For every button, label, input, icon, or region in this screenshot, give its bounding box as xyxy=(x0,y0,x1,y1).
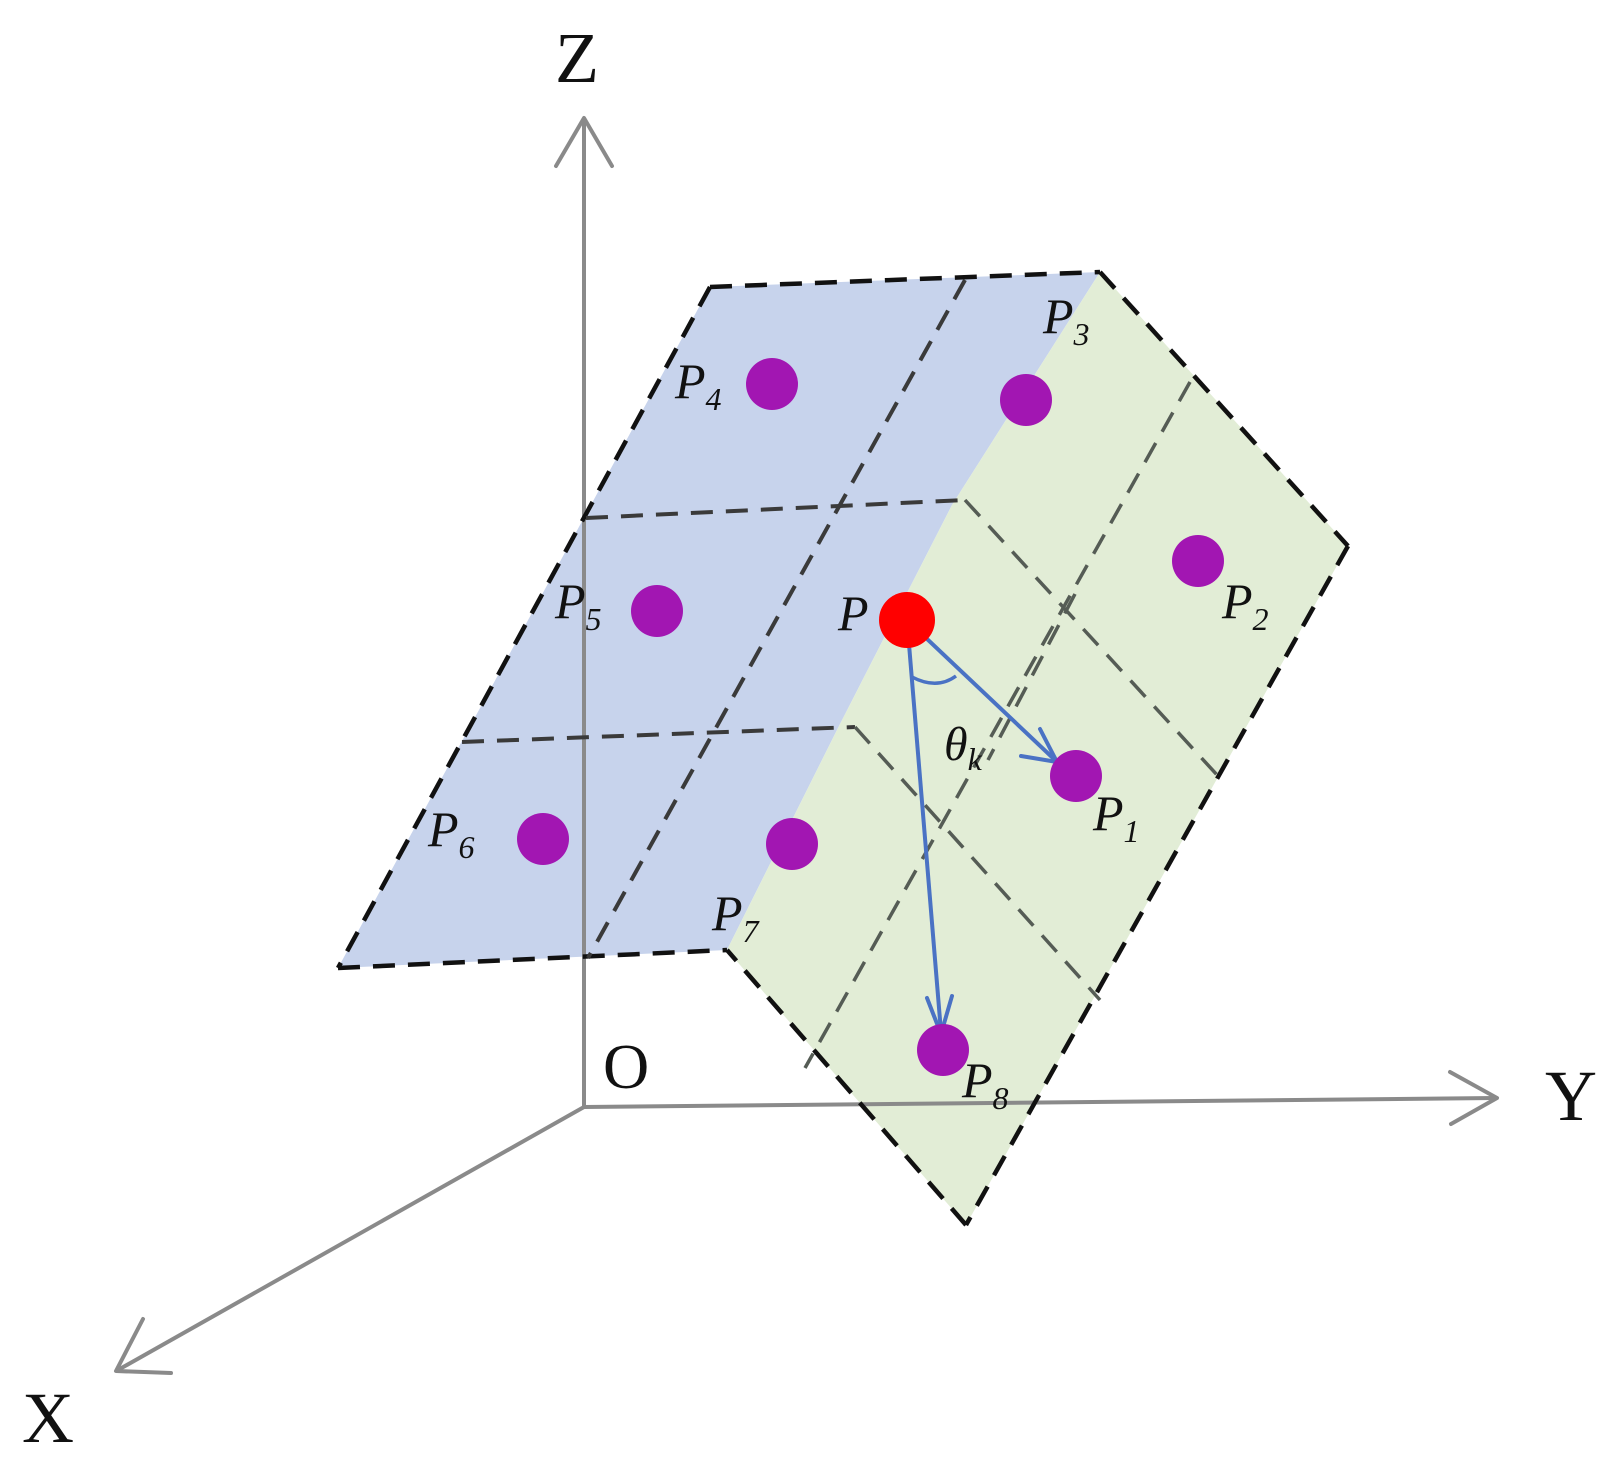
origin-label: O xyxy=(603,1031,649,1102)
axes: Z Y X O xyxy=(22,18,1597,1458)
points xyxy=(517,358,1224,1076)
grid-lines xyxy=(336,269,1350,1227)
neighbor-point-p7 xyxy=(766,818,818,870)
y-axis-line xyxy=(583,1096,1496,1109)
y-axis-label: Y xyxy=(1545,1056,1597,1136)
neighbor-point-p1 xyxy=(1050,750,1102,802)
neighbor-point-p6 xyxy=(517,813,569,865)
p2-label: P2 xyxy=(1221,573,1269,637)
green-plane-row-divider-2 xyxy=(853,725,1102,1002)
green-plane-right-edge xyxy=(1098,270,1350,548)
center-point-label: P xyxy=(837,585,869,641)
p5-label: P5 xyxy=(554,573,602,637)
vector-p-to-p8 xyxy=(905,619,943,1033)
center-point-p xyxy=(879,592,935,648)
blue-plane-top-edge xyxy=(709,269,1101,290)
x-axis-line xyxy=(117,1105,585,1372)
p7-label: P7 xyxy=(711,885,761,949)
p8-label: P8 xyxy=(961,1052,1009,1116)
vector-p-to-p1 xyxy=(905,618,1057,762)
blue-plane-row-divider-1 xyxy=(585,498,966,520)
p4-label: P4 xyxy=(674,353,722,417)
z-axis-arrowhead xyxy=(554,116,614,168)
neighbor-point-p4 xyxy=(746,358,798,410)
neighbor-point-p5 xyxy=(631,585,683,637)
blue-plane-row-divider-2 xyxy=(461,725,856,744)
green-plane-row-divider-1 xyxy=(963,498,1220,778)
angle-theta-label: θk xyxy=(944,718,983,777)
green-plane-col-divider-1 xyxy=(803,381,1192,1069)
x-axis-label: X xyxy=(22,1378,74,1458)
neighbor-point-p3 xyxy=(1000,374,1052,426)
x-axis-arrowhead xyxy=(114,1317,173,1375)
p1-label: P1 xyxy=(1092,785,1140,849)
planes xyxy=(338,272,1348,1225)
neighbor-point-p8 xyxy=(917,1024,969,1076)
y-axis-arrowhead xyxy=(1448,1070,1499,1126)
green-plane-bottom-edge xyxy=(725,948,968,1227)
green-plane-far-edge xyxy=(964,544,1350,1227)
angle-arc xyxy=(911,674,958,685)
green-plane-col-divider-2 xyxy=(986,593,1077,761)
p6-label: P6 xyxy=(427,801,475,865)
point-labels: P P1 P2 P3 P4 P5 P6 P7 P8 θk xyxy=(427,288,1269,1116)
blue-plane-bottom-edge xyxy=(337,947,728,971)
neighbor-point-p2 xyxy=(1172,535,1224,587)
green-plane xyxy=(727,272,1348,1225)
z-axis-label: Z xyxy=(555,18,599,98)
blue-plane-left-edge xyxy=(336,285,712,970)
p3-label: P3 xyxy=(1042,288,1090,352)
blue-plane xyxy=(338,272,1100,968)
blue-plane-col-divider xyxy=(586,279,967,959)
